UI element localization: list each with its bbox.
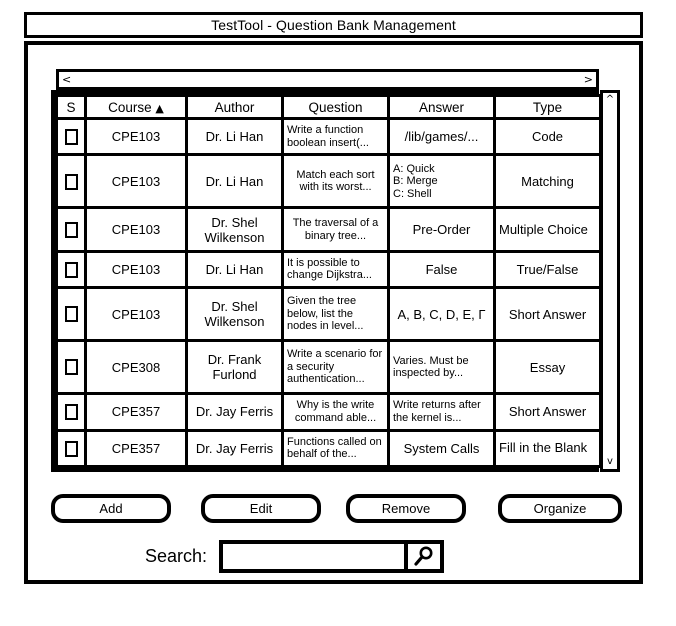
cell-answer: System Calls <box>390 431 493 465</box>
vertical-scrollbar[interactable]: ^ v <box>600 90 620 472</box>
cell-answer: False <box>390 252 493 286</box>
scroll-down-icon[interactable]: v <box>607 456 613 467</box>
add-button[interactable]: Add <box>51 494 171 523</box>
cell-question: Write a function boolean insert(... <box>284 120 387 154</box>
column-header-course-label: Course <box>108 99 152 115</box>
row-select-cell[interactable] <box>58 431 84 465</box>
cell-type: Essay <box>496 342 599 393</box>
cell-question: Match each sort with its worst... <box>284 156 387 207</box>
remove-button[interactable]: Remove <box>346 494 466 523</box>
column-header-select[interactable]: S <box>58 97 84 117</box>
row-checkbox[interactable] <box>64 261 78 278</box>
cell-answer: Varies. Must be inspected by... <box>390 342 493 393</box>
cell-course: CPE103 <box>87 288 185 340</box>
cell-answer: /lib/games/... <box>390 120 493 154</box>
column-header-author[interactable]: Author <box>188 97 281 117</box>
cell-course: CPE103 <box>87 252 185 286</box>
row-select-cell[interactable] <box>58 252 84 286</box>
action-button-row: Add Edit Remove Organize <box>51 494 626 524</box>
cell-answer: A, B, C, D, E, Γ <box>390 288 493 340</box>
cell-answer: A: Quick B: Merge C: Shell <box>390 156 493 207</box>
row-checkbox[interactable] <box>64 440 78 457</box>
cell-author: Dr. Shel Wilkenson <box>188 288 281 340</box>
cell-course: CPE103 <box>87 120 185 154</box>
cell-question: The traversal of a binary tree... <box>284 209 387 250</box>
scroll-up-icon[interactable]: ^ <box>605 94 615 105</box>
cell-question: Why is the write command able... <box>284 395 387 429</box>
page-title: TestTool - Question Bank Management <box>211 17 456 33</box>
search-row: Search: <box>145 538 475 574</box>
cell-question: Given the tree below, list the nodes in … <box>284 288 387 340</box>
table-header-row: S Course ▲ Author Question Answer Type <box>58 97 599 117</box>
sort-ascending-icon: ▲ <box>155 101 164 115</box>
search-input[interactable] <box>223 543 405 569</box>
cell-author: Dr. Shel Wilkenson <box>188 209 281 250</box>
row-select-cell[interactable] <box>58 156 84 207</box>
cell-type: Code <box>496 120 599 154</box>
row-checkbox[interactable] <box>64 359 78 376</box>
row-checkbox[interactable] <box>64 221 78 238</box>
cell-course: CPE357 <box>87 395 185 429</box>
cell-course: CPE308 <box>87 342 185 393</box>
row-select-cell[interactable] <box>58 209 84 250</box>
cell-type: True/False <box>496 252 599 286</box>
row-checkbox[interactable] <box>64 128 78 145</box>
cell-question: It is possible to change Dijkstra... <box>284 252 387 286</box>
scroll-right-icon[interactable]: > <box>583 73 593 86</box>
magnifier-icon <box>414 546 433 566</box>
cell-author: Dr. Jay Ferris <box>188 431 281 465</box>
cell-type: Short Answer <box>496 288 599 340</box>
cell-type: Fill in the Blank <box>496 431 599 465</box>
scroll-left-icon[interactable]: < <box>62 73 72 86</box>
column-header-course[interactable]: Course ▲ <box>87 97 185 117</box>
search-button[interactable] <box>404 543 441 569</box>
row-select-cell[interactable] <box>58 288 84 340</box>
cell-answer: Pre-Order <box>390 209 493 250</box>
cell-author: Dr. Frank Furlond <box>188 342 281 393</box>
search-label: Search: <box>145 545 208 566</box>
row-select-cell[interactable] <box>58 342 84 393</box>
cell-author: Dr. Li Han <box>188 156 281 207</box>
cell-question: Write a scenario for a security authenti… <box>284 342 387 393</box>
cell-type: Short Answer <box>496 395 599 429</box>
row-checkbox[interactable] <box>64 404 78 421</box>
cell-course: CPE357 <box>87 431 185 465</box>
window-title-bar: TestTool - Question Bank Management <box>24 12 643 38</box>
cell-type: Matching <box>496 156 599 207</box>
row-checkbox[interactable] <box>64 173 78 190</box>
search-box <box>219 539 445 573</box>
cell-answer: Write returns after the kernel is... <box>390 395 493 429</box>
column-header-type[interactable]: Type <box>496 97 599 117</box>
question-table-container: S Course ▲ Author Question Answer Type C… <box>51 90 602 472</box>
row-select-cell[interactable] <box>58 395 84 429</box>
cell-question: Functions called on behalf of the... <box>284 431 387 465</box>
question-table: S Course ▲ Author Question Answer Type C… <box>55 94 602 468</box>
organize-button[interactable]: Organize <box>498 494 622 523</box>
column-header-question[interactable]: Question <box>284 97 387 117</box>
edit-button[interactable]: Edit <box>201 494 321 523</box>
cell-author: Dr. Jay Ferris <box>188 395 281 429</box>
cell-author: Dr. Li Han <box>188 120 281 154</box>
cell-course: CPE103 <box>87 156 185 207</box>
row-select-cell[interactable] <box>58 120 84 154</box>
cell-author: Dr. Li Han <box>188 252 281 286</box>
horizontal-scrollbar[interactable]: < > <box>56 69 599 90</box>
cell-course: CPE103 <box>87 209 185 250</box>
cell-type: Multiple Choice <box>496 209 599 250</box>
row-checkbox[interactable] <box>64 306 78 323</box>
column-header-answer[interactable]: Answer <box>390 97 493 117</box>
